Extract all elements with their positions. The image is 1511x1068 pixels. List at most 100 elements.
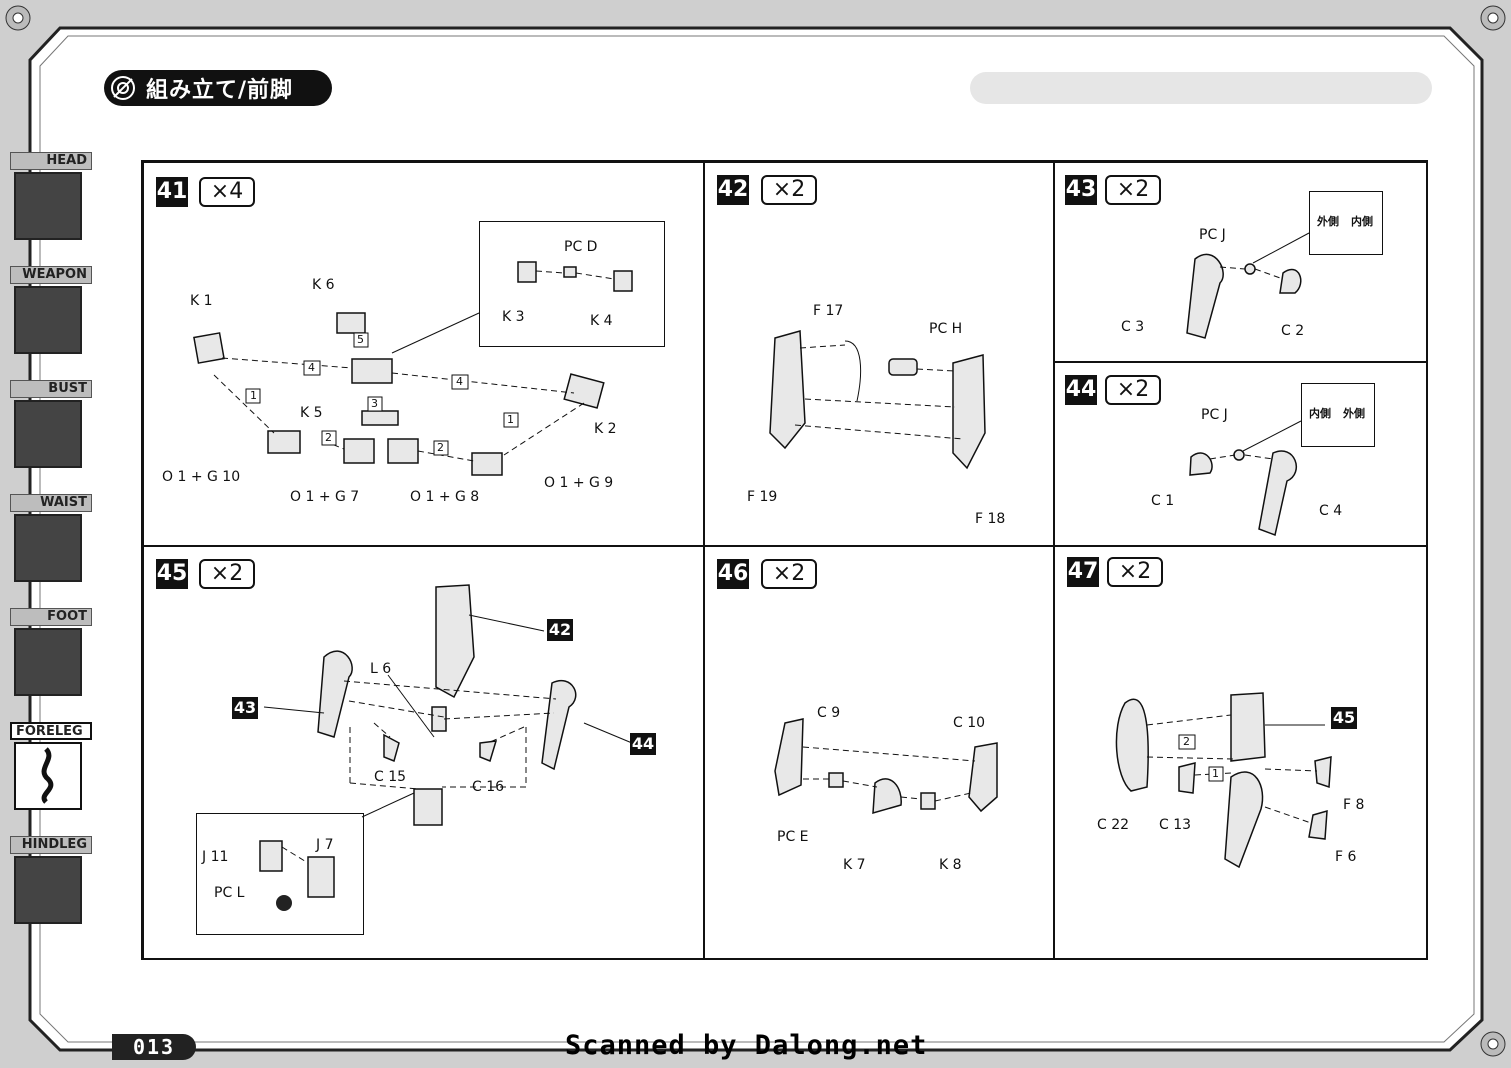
part-label: C 9 (817, 705, 841, 721)
part-label: C 22 (1097, 817, 1130, 833)
part-label: O 1 + G 9 (544, 475, 614, 491)
step-ref-badge: 42 (547, 619, 573, 641)
step-43-diagram (1186, 232, 1310, 339)
part-label: L 6 (370, 661, 392, 677)
step-44-diagram (1189, 420, 1302, 537)
step-number: 47 (1067, 557, 1099, 587)
page-number: 013 (112, 1034, 196, 1060)
hindleg-icon (14, 856, 82, 924)
part-label: PC H (929, 321, 963, 337)
part-label: C 4 (1319, 503, 1343, 519)
orientation-note (1309, 191, 1383, 255)
arrow-label: 1 (507, 413, 514, 426)
part-label: C 3 (1121, 319, 1145, 335)
part-label: C 1 (1151, 493, 1175, 509)
note-label: 外側 (1343, 407, 1365, 420)
tab-hindleg[interactable]: HINDLEG (4, 834, 94, 938)
tab-foot[interactable]: FOOT (4, 606, 94, 710)
arrow-label: 4 (456, 375, 463, 388)
step-multiplier: ×2 (1107, 557, 1163, 587)
step-ref-badge: 45 (1331, 707, 1357, 729)
tab-waist[interactable]: WAIST (4, 492, 94, 596)
step-41-panel: 41 ×4 (143, 162, 704, 546)
step-42-diagram (769, 330, 986, 470)
part-label: F 8 (1343, 797, 1365, 813)
tab-waist-label: WAIST (10, 494, 92, 512)
step-number: 42 (717, 175, 749, 205)
arrow-label: 2 (437, 441, 444, 454)
gear-icon (111, 76, 135, 100)
step-47-diagram (1115, 692, 1332, 869)
part-label: C 13 (1159, 817, 1192, 833)
part-label: K 3 (502, 309, 525, 325)
tab-foot-label: FOOT (10, 608, 92, 626)
note-label: 内側 (1351, 215, 1373, 228)
detail-inset (479, 221, 665, 347)
arrow-label: 1 (250, 389, 257, 402)
tab-foreleg[interactable]: FORELEG (4, 720, 94, 824)
step-multiplier: ×4 (199, 177, 255, 207)
part-label: J 11 (202, 849, 229, 865)
part-label: F 17 (813, 303, 844, 319)
section-title: 組み立て/前脚 (104, 70, 332, 106)
step-multiplier: ×2 (199, 559, 255, 589)
arrow-label: 1 (1212, 767, 1219, 780)
part-label: PC J (1201, 407, 1228, 423)
tab-weapon[interactable]: WEAPON (4, 264, 94, 368)
note-label: 外側 (1317, 215, 1339, 228)
step-multiplier: ×2 (761, 559, 817, 589)
detail-inset (196, 813, 364, 935)
part-label: PC E (777, 829, 809, 845)
bust-icon (14, 400, 82, 468)
step-number: 41 (156, 177, 188, 207)
step-number: 45 (156, 559, 188, 589)
foot-icon (14, 628, 82, 696)
tab-bust[interactable]: BUST (4, 378, 94, 482)
part-label: J 7 (316, 837, 334, 853)
part-label: K 1 (190, 293, 213, 309)
head-icon (14, 172, 82, 240)
weapon-icon (14, 286, 82, 354)
step-multiplier: ×2 (761, 175, 817, 205)
part-label: F 18 (975, 511, 1006, 527)
step-47-panel: 47 ×2 2 1 45 C 22 C 13 F 8 F 6 (1054, 546, 1428, 960)
gear-corner-top-left (4, 4, 32, 32)
note-label: 内側 (1309, 407, 1331, 420)
arrow-label: 4 (308, 361, 315, 374)
part-label: C 10 (953, 715, 986, 731)
step-45-diagram (259, 584, 633, 911)
part-label: F 19 (747, 489, 778, 505)
arrow-label: 2 (1183, 735, 1190, 748)
part-label: C 15 (374, 769, 407, 785)
tab-bust-label: BUST (10, 380, 92, 398)
tab-head[interactable]: HEAD (4, 150, 94, 254)
part-label: K 8 (939, 857, 962, 873)
step-46-diagram (774, 718, 998, 815)
part-label: O 1 + G 8 (410, 489, 480, 505)
section-title-text: 組み立て/前脚 (146, 78, 294, 103)
part-label: O 1 + G 7 (290, 489, 360, 505)
step-number: 44 (1065, 375, 1097, 405)
arrow-label: 5 (357, 333, 364, 346)
step-multiplier: ×2 (1105, 175, 1161, 205)
part-label: PC J (1199, 227, 1226, 243)
step-43-panel: 43 ×2 外側 内側 PC J C 3 C 2 (1054, 162, 1428, 362)
part-label: K 6 (312, 277, 335, 293)
arrow-label: 2 (325, 431, 332, 444)
step-42-panel: 42 ×2 F 17 PC H F 19 F 18 (704, 162, 1054, 546)
foreleg-icon (14, 742, 82, 810)
waist-icon (14, 514, 82, 582)
tab-weapon-label: WEAPON (10, 266, 92, 284)
part-label: O 1 + G 10 (162, 469, 241, 485)
step-ref-badge: 44 (630, 733, 656, 755)
part-label: K 4 (590, 313, 613, 329)
part-label: PC L (214, 885, 245, 901)
gear-corner-top-right (1479, 4, 1507, 32)
orientation-note (1301, 383, 1375, 447)
step-46-panel: 46 ×2 C 9 C 10 PC E K 7 K 8 (704, 546, 1054, 960)
arrow-label: 3 (371, 397, 378, 410)
step-number: 46 (717, 559, 749, 589)
gear-corner-bottom-right (1479, 1030, 1507, 1058)
step-ref-badge: 43 (232, 697, 258, 719)
step-44-panel: 44 ×2 内側 外側 PC J C 1 C 4 (1054, 362, 1428, 546)
